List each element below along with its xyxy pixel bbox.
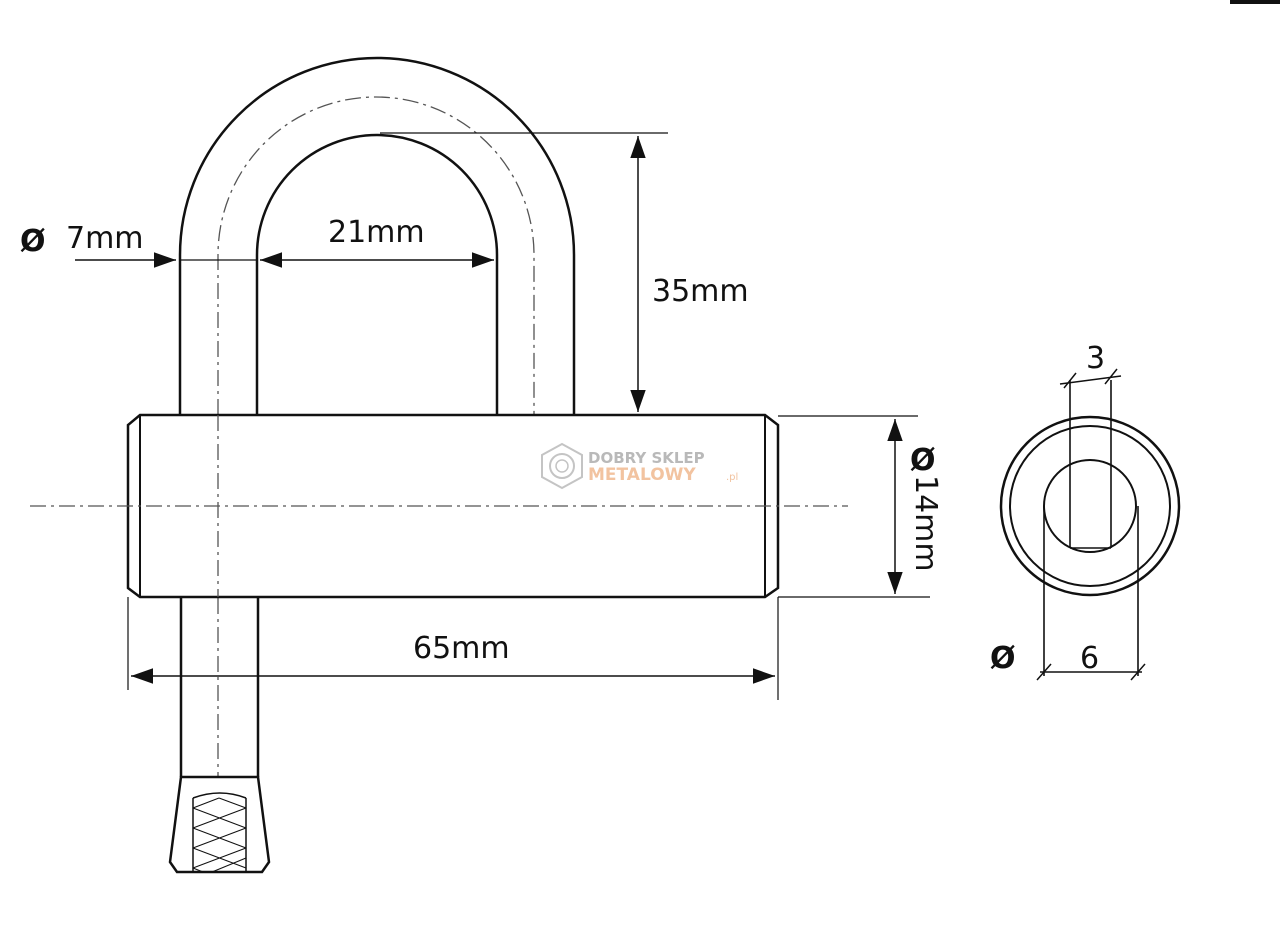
shackle-outer-edge bbox=[178, 56, 576, 415]
watermark-hex-icon bbox=[541, 442, 583, 490]
body-length-label: 65mm bbox=[413, 631, 510, 666]
body-diameter-symbol: Ø bbox=[910, 443, 936, 478]
hole-diameter-label: 6 bbox=[1080, 641, 1099, 676]
dimension-wire-diameter: Ø 7mm bbox=[20, 221, 257, 268]
dimension-body-diameter: Ø 14mm bbox=[778, 415, 943, 598]
dimension-shackle-height: 35mm bbox=[380, 132, 749, 412]
wire-diameter-label: 7mm bbox=[66, 221, 144, 256]
dimension-body-length: 65mm bbox=[127, 597, 779, 700]
shackle-inner-edge bbox=[255, 133, 499, 415]
outer-ring bbox=[999, 415, 1181, 597]
dimension-inner-width: 21mm bbox=[260, 215, 494, 268]
hole-width-label: 3 bbox=[1086, 341, 1105, 376]
corner-mark bbox=[1230, 0, 1280, 4]
inner-width-label: 21mm bbox=[328, 215, 425, 250]
watermark-line2: METALOWY bbox=[588, 465, 696, 485]
hole-circle bbox=[1043, 459, 1137, 553]
shackle bbox=[178, 56, 576, 415]
knurled-tip bbox=[168, 775, 271, 874]
hole-diameter-symbol: Ø bbox=[990, 641, 1016, 676]
knurl-pattern bbox=[192, 797, 247, 873]
shackle-centerline bbox=[217, 96, 535, 415]
watermark-logo: DOBRY SKLEP METALOWY .pl bbox=[541, 442, 738, 490]
shackle-height-label: 35mm bbox=[652, 274, 749, 309]
watermark-line1: DOBRY SKLEP bbox=[588, 449, 705, 467]
shackle-leg bbox=[179, 598, 260, 777]
inner-ring bbox=[1009, 425, 1171, 587]
body-diameter-label: 14mm bbox=[908, 475, 943, 572]
side-view: 3 Ø 6 bbox=[990, 341, 1181, 681]
watermark-suffix: .pl bbox=[726, 472, 738, 483]
diameter-symbol: Ø bbox=[20, 224, 46, 259]
